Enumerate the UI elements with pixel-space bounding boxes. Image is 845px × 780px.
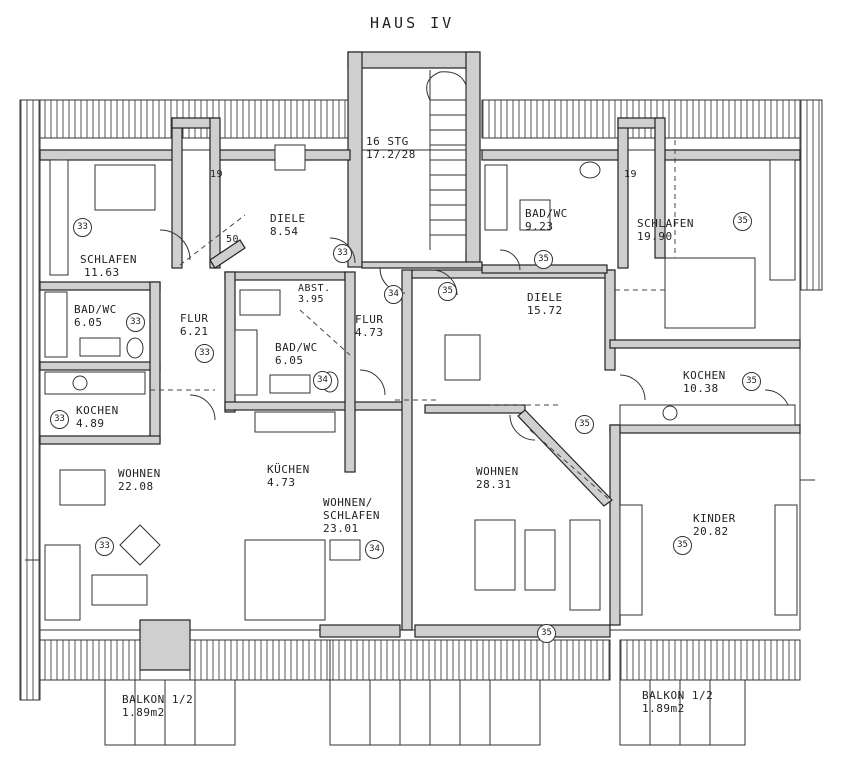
table-diele	[274, 144, 306, 171]
balcony-left	[104, 679, 236, 746]
building-title: HAUS IV	[370, 14, 455, 32]
bed-kinder-right	[774, 504, 798, 616]
door-swings	[159, 229, 791, 441]
bathtub-right	[484, 164, 508, 231]
dimension-19-left: 19	[210, 169, 224, 180]
staircase	[426, 70, 467, 250]
sofa-left	[44, 544, 81, 621]
sofa-right	[474, 519, 516, 591]
unit-marker: 35	[673, 536, 692, 555]
unit-marker: 35	[537, 624, 556, 643]
unit-marker: 34	[313, 371, 332, 390]
room-abst: ABST.3.95	[298, 283, 331, 305]
dining-table-right	[444, 334, 481, 381]
stair-steps: 16 STG	[366, 135, 409, 148]
unit-marker: 34	[365, 540, 384, 559]
stair-ratio: 17.2/28	[366, 148, 416, 161]
stove-abst	[239, 289, 281, 316]
dining-table-left	[59, 469, 106, 506]
unit-marker: 35	[575, 415, 594, 434]
unit-marker: 33	[195, 344, 214, 363]
unit-marker: 35	[438, 282, 457, 301]
wardrobe-right	[664, 257, 756, 329]
stair-label: 16 STG 17.2/28	[366, 135, 416, 161]
balcony-railings	[39, 639, 801, 681]
unit-marker: 35	[733, 212, 752, 231]
balcony-mid	[329, 679, 541, 746]
kitchen-counter-right	[619, 404, 796, 426]
kitchen-counter-mid	[254, 411, 336, 433]
stair-tower	[347, 51, 479, 69]
unit-marker: 35	[534, 250, 553, 269]
roof-strip-left-side	[19, 99, 41, 701]
unit-marker: 33	[50, 410, 69, 429]
furniture	[44, 144, 798, 621]
facade-windows	[25, 479, 815, 561]
roof-strip-right-side	[799, 99, 823, 291]
kitchen-counter-left	[44, 371, 146, 395]
dimension-50: 50	[226, 234, 240, 245]
interior-walls	[39, 117, 801, 671]
bed-kinder-left	[619, 504, 643, 616]
dashed-openings	[150, 140, 676, 501]
unit-marker: 33	[95, 537, 114, 556]
unit-marker: 33	[126, 313, 145, 332]
dimension-19-right: 19	[624, 169, 638, 180]
unit-marker: 34	[384, 285, 403, 304]
balcony-right	[619, 679, 746, 746]
bed-mid	[244, 539, 326, 621]
bathtub-mid	[234, 329, 258, 396]
unit-marker: 35	[742, 372, 761, 391]
bed-left	[94, 164, 156, 211]
unit-marker: 33	[333, 244, 352, 263]
bathtub-left	[44, 291, 68, 358]
unit-marker: 33	[73, 218, 92, 237]
